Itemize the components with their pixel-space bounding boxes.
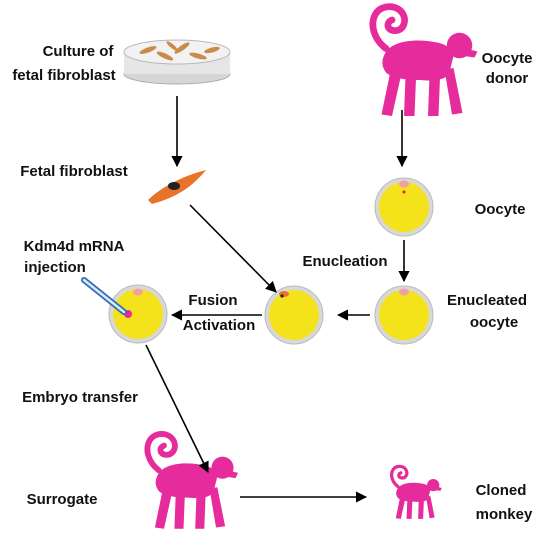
surrogate-monkey-icon: [147, 434, 238, 529]
injected-embryo-icon: [108, 284, 168, 344]
fibroblast-icon: [148, 170, 206, 204]
oocyte-donor-label-line1: Oocyte: [482, 50, 533, 67]
cloned-monkey-icon: [389, 464, 444, 521]
arrow-fibroblast-to-fusion: [189, 204, 277, 293]
surrogate-label: Surrogate: [27, 491, 98, 508]
fusion-label: Fusion: [188, 292, 237, 309]
arrow-embryo-transfer: [145, 344, 209, 474]
culture-label-line2: fetal fibroblast: [12, 67, 115, 84]
oocyte-icon: [374, 177, 434, 237]
oocyte-donor-label-line2: donor: [486, 70, 529, 87]
fused-oocyte-icon: [264, 285, 324, 345]
culture-label-line1: Culture of: [43, 43, 115, 60]
injection-label-line2: injection: [24, 259, 86, 276]
enucleated-oocyte-label-line1: Enucleated: [447, 292, 527, 309]
enucleated-oocyte-icon: [374, 285, 434, 345]
cloned-monkey-label-line2: monkey: [476, 506, 533, 523]
cloned-monkey-label-line1: Cloned: [476, 482, 527, 499]
embryo-transfer-label: Embryo transfer: [22, 389, 138, 406]
injection-pipette-icon: [81, 277, 127, 315]
enucleation-label: Enucleation: [302, 253, 387, 270]
fetal-fibroblast-label: Fetal fibroblast: [20, 163, 128, 180]
injection-label-line1: Kdm4d mRNA: [24, 238, 125, 255]
petri-dish-icon: [123, 39, 231, 85]
enucleated-oocyte-label-line2: oocyte: [470, 314, 518, 331]
activation-label: Activation: [183, 317, 256, 334]
oocyte-donor-monkey-icon: [373, 7, 478, 116]
oocyte-label: Oocyte: [475, 201, 526, 218]
